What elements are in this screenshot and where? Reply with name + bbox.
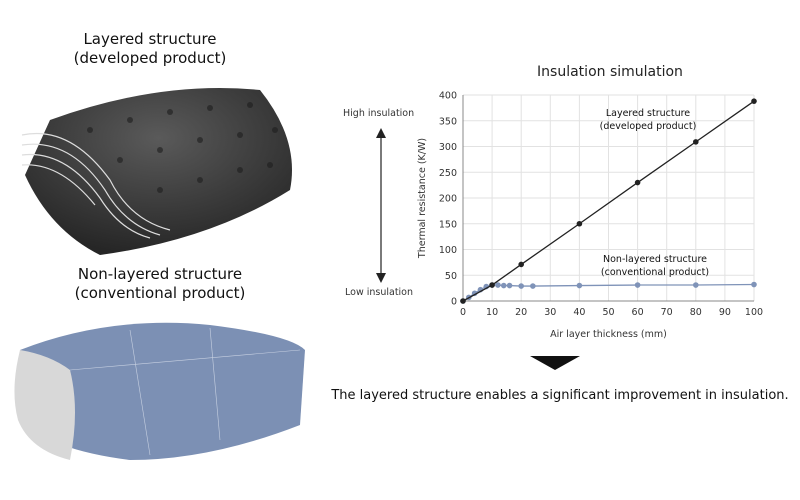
data-point: [518, 261, 524, 268]
x-tick-label: 100: [745, 307, 763, 318]
y-tick-label: 150: [439, 219, 457, 230]
y-tick-label: 0: [451, 297, 457, 308]
data-point: [500, 282, 507, 289]
y-tick-label: 350: [439, 116, 457, 127]
data-point: [751, 98, 757, 104]
x-tick-label: 20: [515, 307, 527, 318]
y-tick-label: 100: [439, 245, 457, 256]
data-point: [495, 282, 501, 288]
chart-title: Insulation simulation: [537, 64, 683, 80]
layered-annotation-line2: (developed product): [600, 121, 697, 132]
layered-title: Layered structure (developed product): [40, 30, 260, 68]
y-tick-label: 300: [439, 142, 457, 153]
y-tick-label: 250: [439, 168, 457, 179]
x-tick-label: 90: [719, 307, 731, 318]
data-point: [530, 283, 536, 289]
data-point: [751, 281, 757, 288]
data-point: [506, 282, 513, 289]
nonlayered-annotation-line1: Non-layered structure: [603, 254, 707, 265]
high-insulation-label: High insulation: [343, 108, 415, 119]
data-point: [489, 282, 495, 288]
data-point: [693, 139, 699, 145]
data-point: [518, 283, 524, 289]
nonlayered-title-line1: Non-layered structure: [77, 265, 243, 283]
data-point: [634, 179, 641, 186]
data-point: [634, 282, 641, 288]
x-tick-label: 70: [661, 307, 673, 318]
down-arrow-icon: [530, 356, 580, 370]
insulation-chart: 0 10 20 30 40 50 60 70 80 90 100 0 50 100 150 200 250 300…: [417, 91, 763, 341]
nonlayered-pillow-image: [14, 322, 305, 460]
layered-annotation-line1: Layered structure: [606, 108, 690, 119]
x-axis-label: Air layer thickness (mm): [550, 329, 667, 340]
layered-title-line2: (developed product): [73, 49, 227, 67]
y-tick-label: 50: [445, 271, 457, 282]
x-tick-label: 40: [573, 307, 585, 318]
layered-pillow-image: [21, 88, 292, 255]
y-tick-label: 400: [439, 91, 457, 102]
x-tick-label: 0: [460, 307, 466, 318]
data-point: [576, 220, 583, 227]
data-point: [460, 298, 466, 304]
x-tick-label: 30: [544, 307, 556, 318]
x-tick-label: 50: [602, 307, 614, 318]
y-axis-label: Thermal resistance (K/W): [417, 138, 428, 259]
data-point: [576, 282, 583, 289]
x-tick-label: 10: [486, 307, 498, 318]
x-tick-label: 60: [632, 307, 644, 318]
data-point: [693, 282, 699, 288]
nonlayered-title: Non-layered structure (conventional prod…: [40, 265, 280, 303]
layered-title-line1: Layered structure: [83, 30, 217, 48]
low-insulation-label: Low insulation: [345, 287, 414, 298]
nonlayered-annotation-line2: (conventional product): [601, 267, 709, 278]
x-tick-label: 80: [690, 307, 702, 318]
conclusion-text: The layered structure enables a signific…: [331, 388, 789, 403]
y-tick-label: 200: [439, 194, 457, 205]
insulation-arrow-icon: [376, 128, 386, 283]
nonlayered-title-line2: (conventional product): [74, 284, 246, 302]
